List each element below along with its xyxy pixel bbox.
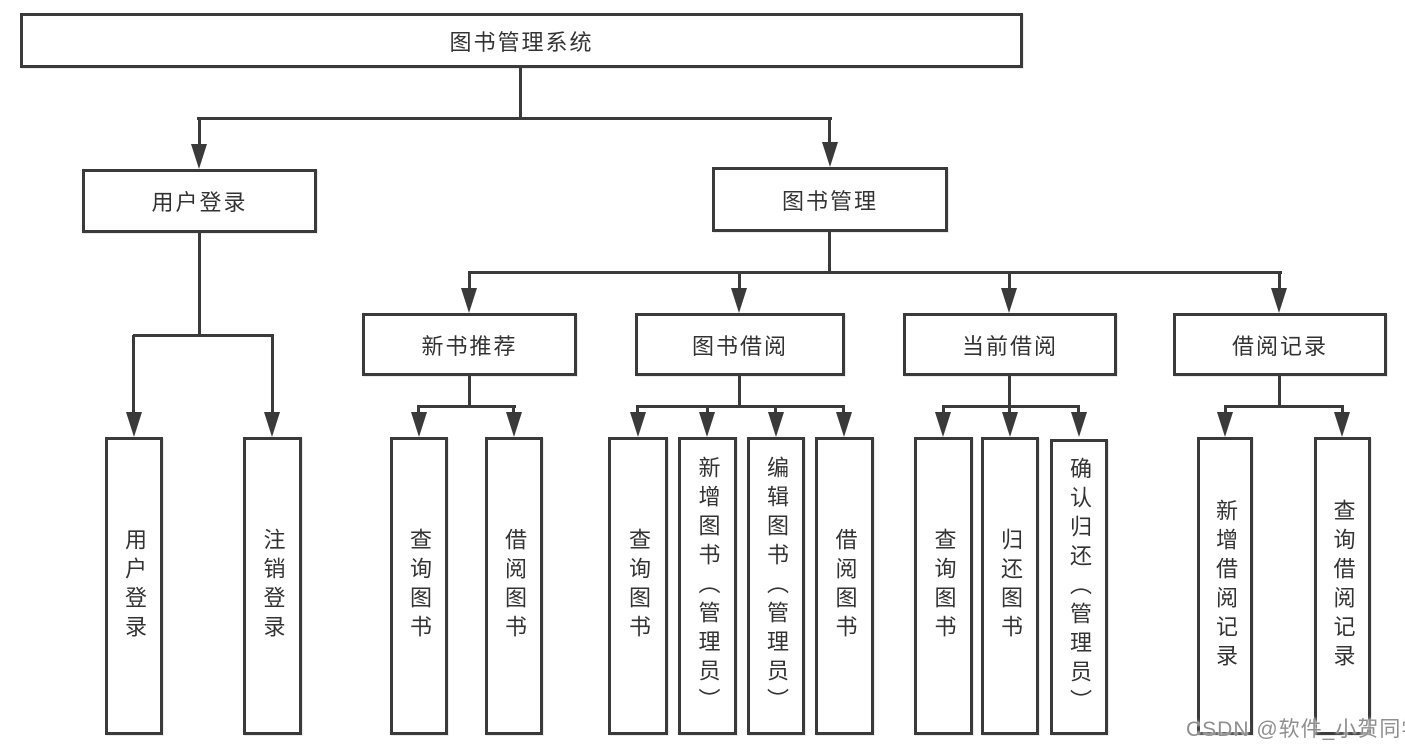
leaf-user-login-label: 用户登录 <box>122 528 147 644</box>
arrow-down-bb-borrow <box>836 412 852 437</box>
connector-stem-current-borrow <box>1008 272 1011 290</box>
connector-stem-book-borrow <box>738 272 741 290</box>
connector-stem-new-books <box>468 272 471 290</box>
arrow-down-leaf-user-login <box>126 412 142 437</box>
connector-user-login-stem <box>198 233 201 335</box>
leaf-br-query-record-label: 查询借阅记录 <box>1330 499 1356 673</box>
connector-stem-br-add <box>1224 406 1227 414</box>
leaf-cb-confirm-return-admin-label: 确认归还（管理员） <box>1067 456 1092 718</box>
connector-new-books-split <box>417 405 516 408</box>
connector-root-split <box>197 117 832 120</box>
connector-book-borrow-stem <box>738 376 741 407</box>
leaf-br-query-record: 查询借阅记录 <box>1314 437 1371 735</box>
connector-stem-borrow-records <box>1278 272 1281 290</box>
arrow-down-bb-add <box>699 412 715 437</box>
connector-stem-bb-edit <box>774 406 777 414</box>
leaf-cb-return-books-label: 归还图书 <box>998 528 1023 644</box>
connector-stem-cb-query <box>942 406 945 414</box>
arrow-down-nb-query <box>411 412 427 437</box>
leaf-nb-query-books-label: 查询图书 <box>407 528 432 644</box>
leaf-cb-query-books: 查询图书 <box>914 437 973 735</box>
node-book-mgmt: 图书管理 <box>712 167 948 232</box>
arrow-down-cb-query <box>935 412 951 437</box>
csdn-watermark: CSDN @软件_小贺同学 <box>1186 718 1405 741</box>
connector-new-books-stem <box>468 376 471 407</box>
connector-borrow-records-split <box>1224 405 1344 408</box>
connector-stem-book-mgmt <box>828 118 831 144</box>
node-book-borrow: 图书借阅 <box>635 313 845 376</box>
connector-stem-user-login <box>198 118 201 146</box>
arrow-down-book-mgmt <box>822 142 838 167</box>
arrow-down-user-login <box>191 144 207 169</box>
node-user-login-label: 用户登录 <box>151 190 248 215</box>
node-root: 图书管理系统 <box>20 13 1023 68</box>
leaf-nb-borrow-books: 借阅图书 <box>485 437 543 735</box>
connector-stem-nb-borrow <box>512 406 515 414</box>
arrow-down-leaf-logout <box>264 412 280 437</box>
node-new-books-label: 新书推荐 <box>421 333 518 359</box>
arrow-down-br-add <box>1217 412 1233 437</box>
connector-stem-bb-add <box>706 406 709 414</box>
node-borrow-records-label: 借阅记录 <box>1231 333 1328 359</box>
connector-current-borrow-split <box>942 405 1080 408</box>
connector-root-stem <box>519 68 522 119</box>
connector-stem-leaf-user-login <box>132 335 135 413</box>
node-borrow-records: 借阅记录 <box>1173 313 1387 376</box>
arrow-down-bb-query <box>630 412 646 437</box>
arrow-down-current-borrow <box>1001 288 1017 313</box>
leaf-nb-borrow-books-label: 借阅图书 <box>502 528 527 644</box>
arrow-down-new-books <box>461 288 477 313</box>
connector-stem-cb-confirm <box>1077 406 1080 414</box>
leaf-bb-borrow-books: 借阅图书 <box>815 437 874 735</box>
node-root-label: 图书管理系统 <box>449 29 594 55</box>
connector-book-mgmt-split <box>468 271 1282 274</box>
arrow-down-borrow-records <box>1271 288 1287 313</box>
connector-user-login-split <box>133 334 274 337</box>
leaf-bb-query-books-label: 查询图书 <box>626 528 651 644</box>
connector-current-borrow-stem <box>1008 376 1011 407</box>
connector-stem-cb-return <box>1008 406 1011 414</box>
leaf-bb-edit-books-admin-label: 编辑图书（管理员） <box>764 455 789 717</box>
arrow-down-nb-borrow <box>506 412 522 437</box>
leaf-logout-label: 注销登录 <box>260 528 286 644</box>
connector-stem-leaf-logout <box>271 335 274 413</box>
node-current-borrow: 当前借阅 <box>903 313 1117 376</box>
leaf-bb-query-books: 查询图书 <box>608 437 668 735</box>
arrow-down-br-query <box>1334 412 1350 437</box>
leaf-br-add-record: 新增借阅记录 <box>1197 437 1253 735</box>
node-book-mgmt-label: 图书管理 <box>781 188 878 214</box>
connector-stem-nb-query <box>417 406 420 414</box>
leaf-bb-add-books-admin-label: 新增图书（管理员） <box>695 455 721 717</box>
connector-book-mgmt-stem <box>828 232 831 272</box>
node-user-login: 用户登录 <box>82 169 317 233</box>
connector-borrow-records-stem <box>1278 376 1281 407</box>
arrow-down-bb-edit <box>768 412 784 437</box>
node-book-borrow-label: 图书借阅 <box>691 333 788 359</box>
leaf-user-login: 用户登录 <box>105 437 163 735</box>
leaf-bb-add-books-admin: 新增图书（管理员） <box>678 437 737 735</box>
arrow-down-book-borrow <box>731 288 747 313</box>
connector-book-borrow-split <box>636 405 845 408</box>
leaf-cb-query-books-label: 查询图书 <box>931 528 957 644</box>
leaf-nb-query-books: 查询图书 <box>390 437 448 735</box>
leaf-cb-return-books: 归还图书 <box>981 437 1039 735</box>
leaf-br-add-record-label: 新增借阅记录 <box>1213 499 1238 673</box>
leaf-bb-edit-books-admin: 编辑图书（管理员） <box>747 437 805 735</box>
node-new-books: 新书推荐 <box>362 313 577 376</box>
connector-stem-br-query <box>1341 406 1344 414</box>
arrow-down-cb-return <box>1002 412 1018 437</box>
connector-stem-bb-borrow <box>842 406 845 414</box>
leaf-bb-borrow-books-label: 借阅图书 <box>832 528 858 644</box>
node-current-borrow-label: 当前借阅 <box>961 333 1058 359</box>
leaf-cb-confirm-return-admin: 确认归还（管理员） <box>1050 439 1108 735</box>
leaf-logout: 注销登录 <box>243 437 302 735</box>
connector-stem-bb-query <box>636 406 639 414</box>
arrow-down-cb-confirm <box>1071 412 1087 437</box>
